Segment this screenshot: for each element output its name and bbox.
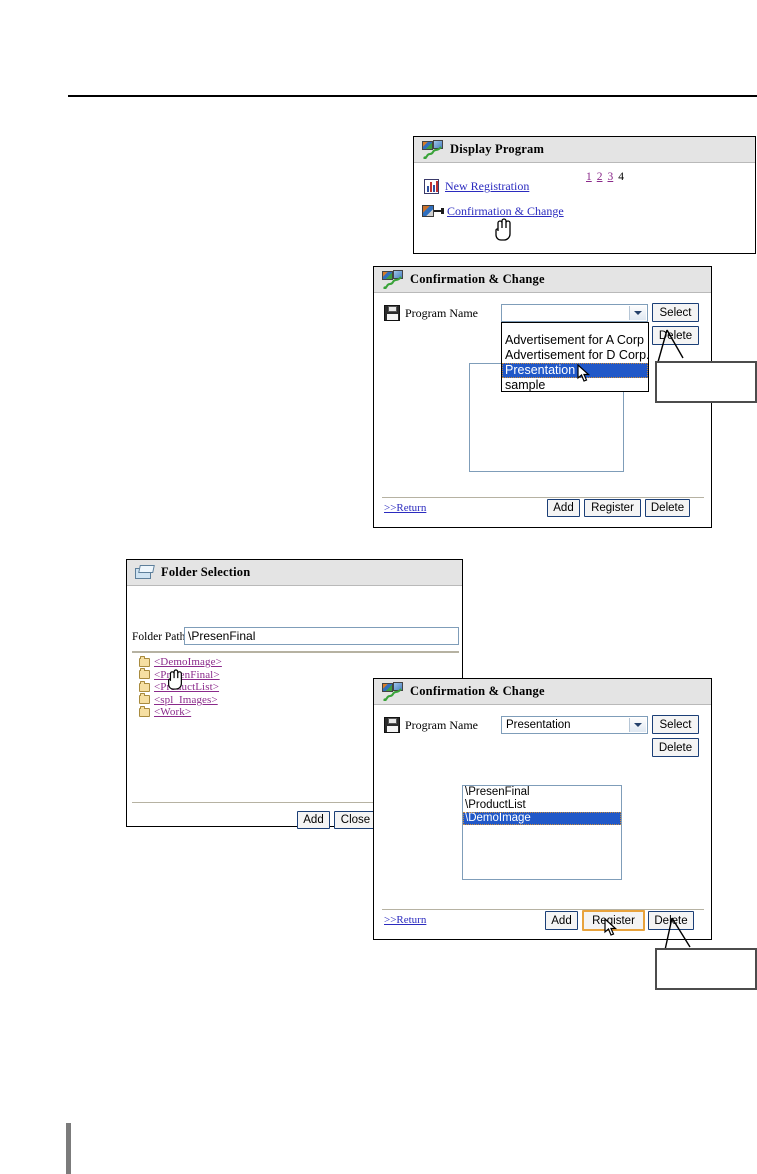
cc1-dropdown-list[interactable]: Advertisement for A Corp Advertisement f… <box>501 322 650 392</box>
cc2-title: Confirmation & Change <box>410 684 545 698</box>
folder-icon <box>139 680 150 692</box>
monitor-program-icon <box>422 139 444 159</box>
folder-icon <box>139 705 150 717</box>
folder-list-item[interactable]: <Work> <box>139 705 439 719</box>
cc2-listbox-row[interactable]: \PresenFinal <box>465 786 530 798</box>
cc1-delete-footer-button[interactable]: Delete <box>645 499 690 517</box>
monitor-program-icon <box>382 269 404 289</box>
folder-selection-title: Folder Selection <box>161 565 251 579</box>
cc2-delete-button[interactable]: Delete <box>652 738 699 757</box>
cc2-titlebar: Confirmation & Change <box>374 679 711 705</box>
cc2-program-name-label: Program Name <box>405 717 478 732</box>
page-top-rule <box>68 95 757 97</box>
chevron-down-icon[interactable] <box>629 306 646 320</box>
chevron-down-icon[interactable] <box>629 718 646 732</box>
cc2-select-button[interactable]: Select <box>652 715 699 734</box>
confirmation-change-result-window: Confirmation & Change Program Name Prese… <box>373 678 712 940</box>
cc1-return-link[interactable]: >>Return <box>384 502 427 514</box>
page-side-marker <box>66 1123 71 1174</box>
cc1-title: Confirmation & Change <box>410 272 545 286</box>
cc1-dropdown-option-selected[interactable]: Presentation <box>502 363 648 378</box>
hand-cursor-icon <box>495 218 511 241</box>
open-folder-icon <box>135 564 155 581</box>
new-registration-row[interactable]: New Registration <box>424 179 529 194</box>
callout-note-top <box>655 361 757 403</box>
folder-icon <box>139 655 150 667</box>
confirmation-change-link[interactable]: Confirmation & Change <box>447 204 564 218</box>
cc1-add-button[interactable]: Add <box>547 499 580 517</box>
bar-chart-icon <box>424 179 439 194</box>
display-program-titlebar: Display Program <box>414 137 755 163</box>
folder-path-input[interactable]: \PresenFinal <box>184 627 459 645</box>
cc2-combo-value: Presentation <box>506 719 571 731</box>
cc1-titlebar: Confirmation & Change <box>374 267 711 293</box>
pagination-link-1[interactable]: 1 <box>586 171 592 183</box>
cc1-footer-divider <box>382 497 704 498</box>
folder-icon <box>139 693 150 705</box>
folder-selection-titlebar: Folder Selection <box>127 560 462 586</box>
cc1-program-name-label-group: Program Name <box>384 305 478 321</box>
floppy-save-icon <box>384 717 400 733</box>
callout-note-bottom <box>655 948 757 990</box>
cc2-listbox-row-selected[interactable]: \DemoImage <box>463 812 621 825</box>
cc2-program-name-label-group: Program Name <box>384 717 478 733</box>
cc2-add-button[interactable]: Add <box>545 911 578 930</box>
cc1-dropdown-option[interactable]: Advertisement for A Corp <box>505 333 644 347</box>
callout-leader-lines-top <box>657 329 684 363</box>
monitor-program-icon <box>382 681 404 701</box>
cc2-folder-listbox[interactable]: \PresenFinal \ProductList \DemoImage <box>462 785 622 880</box>
pagination: 1 2 3 4 <box>586 171 624 183</box>
cc2-program-name-combo[interactable]: Presentation <box>501 716 648 734</box>
folder-path-label: Folder Path: <box>132 631 189 643</box>
cc2-listbox-row[interactable]: \ProductList <box>465 799 526 811</box>
folder-list-item-label[interactable]: <ProductList> <box>154 681 220 694</box>
cc1-dropdown-option[interactable]: Advertisement for D Corp. <box>505 348 650 362</box>
new-registration-link[interactable]: New Registration <box>445 179 530 193</box>
folder-footer-divider <box>132 802 459 803</box>
folder-list-top-divider <box>132 651 459 653</box>
callout-leader-lines-bottom <box>664 917 691 951</box>
folder-list-item-label[interactable]: <spl_Images> <box>154 693 218 706</box>
folder-list-item[interactable]: <DemoImage> <box>139 655 439 669</box>
folder-list-item-label[interactable]: <Work> <box>154 706 192 719</box>
cc1-dropdown-option[interactable]: sample <box>505 378 546 392</box>
plug-connector-icon <box>422 204 444 219</box>
cc1-register-button[interactable]: Register <box>584 499 641 517</box>
confirmation-change-row[interactable]: Confirmation & Change <box>422 204 564 219</box>
cc1-program-name-label: Program Name <box>405 305 478 320</box>
display-program-title: Display Program <box>450 142 545 156</box>
floppy-save-icon <box>384 305 400 321</box>
folder-icon <box>139 668 150 680</box>
cc1-program-name-combo[interactable] <box>501 304 648 322</box>
cc2-return-link[interactable]: >>Return <box>384 914 427 926</box>
pagination-link-2[interactable]: 2 <box>596 171 603 183</box>
cc2-footer-divider <box>382 909 704 910</box>
pagination-current-page: 4 <box>618 171 624 183</box>
folder-add-button[interactable]: Add <box>297 811 330 829</box>
folder-list-item[interactable]: <spl_Images> <box>139 693 439 707</box>
folder-close-button[interactable]: Close <box>334 811 377 829</box>
pagination-link-3[interactable]: 3 <box>607 171 614 183</box>
cc2-register-button[interactable]: Register <box>582 910 645 931</box>
cc1-select-button[interactable]: Select <box>652 303 699 322</box>
folder-list-item-label[interactable]: <DemoImage> <box>154 656 222 669</box>
display-program-window: Display Program 1 2 3 4 New Registration… <box>413 136 756 254</box>
folder-list-item-label[interactable]: <PresenFinal> <box>154 668 220 681</box>
